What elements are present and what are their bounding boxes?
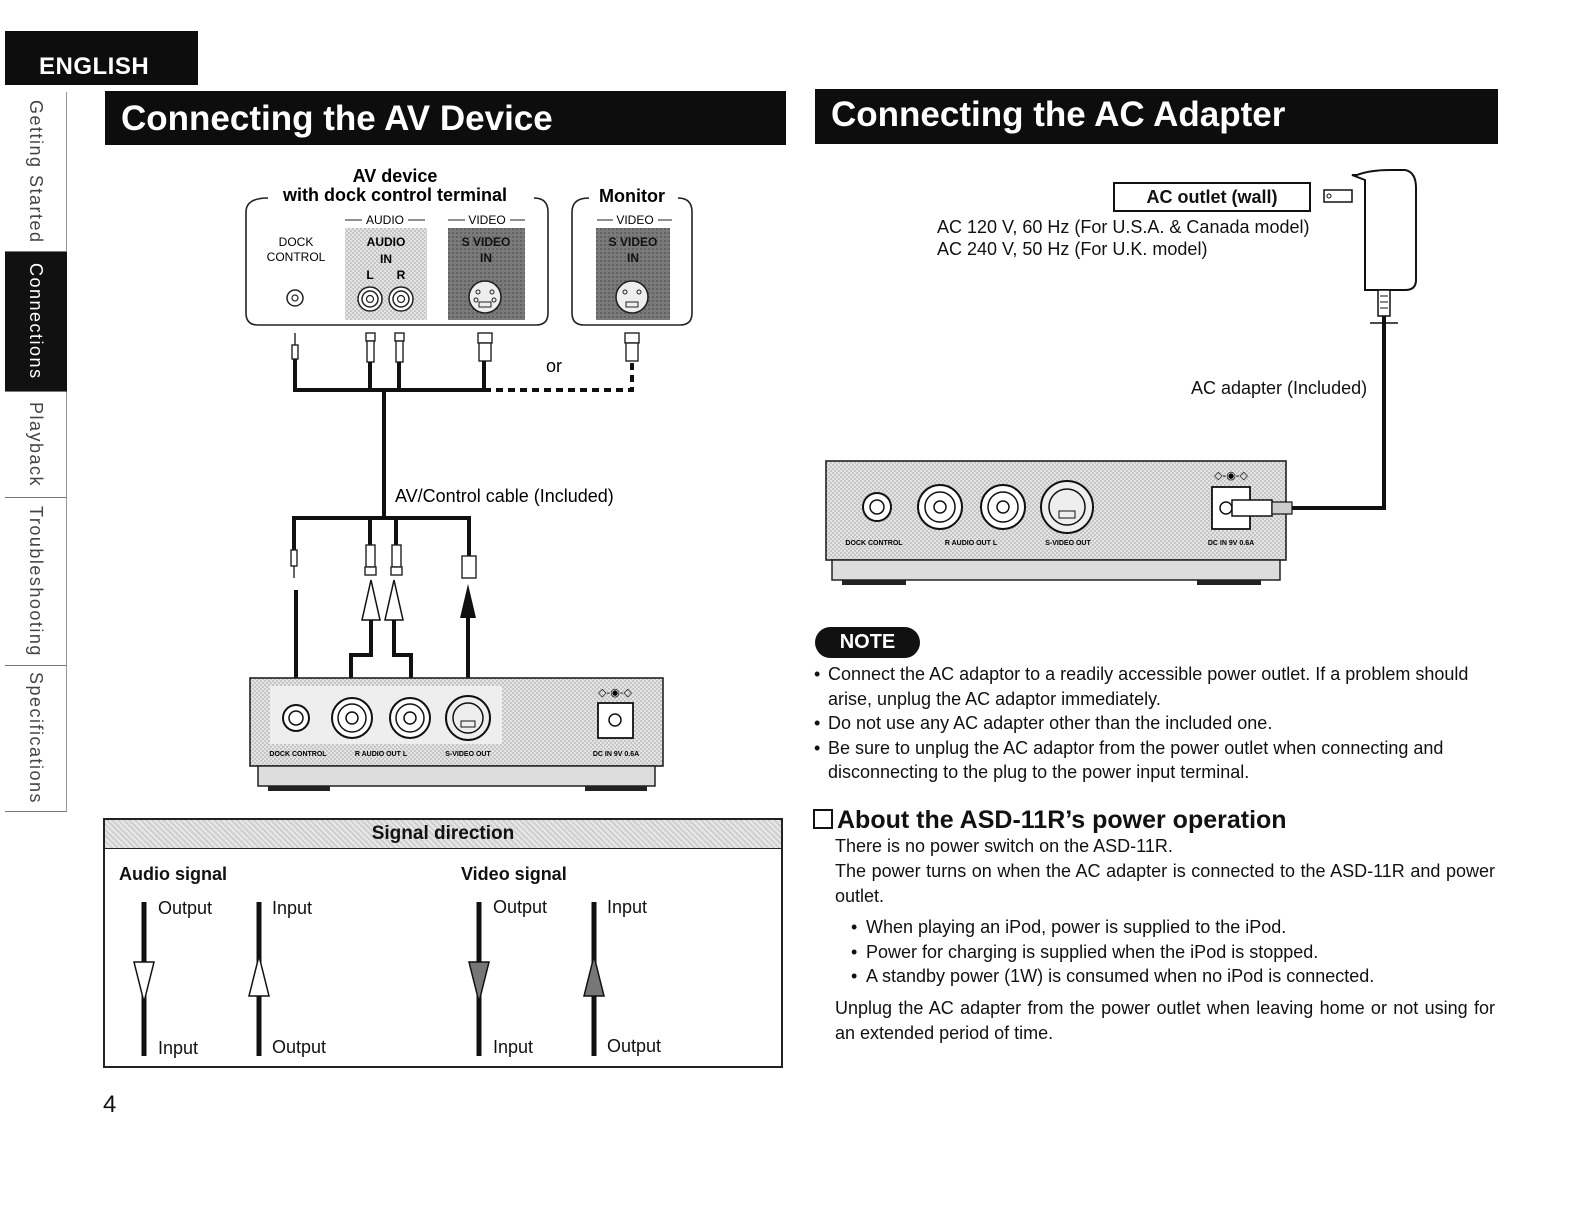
monitor-svideo-label-2: IN [627,251,639,265]
side-tab-getting-started[interactable]: Getting Started [5,92,67,252]
audio-in-label: AUDIO [367,235,406,249]
dc-in-label: DC IN 9V 0.6A [593,751,639,758]
audio-output-bottom: Output [272,1037,327,1057]
side-tab-playback[interactable]: Playback [5,392,67,498]
note-item: Connect the AC adaptor to a readily acce… [812,662,1502,711]
asd-device-rear: ◇-◉-◇ [249,677,664,791]
about-heading: About the ASD-11R’s power operation [813,806,1287,835]
svideo-in-label: S VIDEO [462,235,511,249]
video-output-top: Output [493,897,548,917]
or-label: or [546,356,562,376]
about-bullets: When playing an iPod, power is supplied … [849,915,1374,989]
svg-text:◇-◉-◇: ◇-◉-◇ [1214,470,1248,482]
ac-outlet-label: AC outlet (wall) [1113,182,1311,212]
note-badge: NOTE [815,627,920,658]
audio-group-label: AUDIO [366,213,404,227]
alt-monitor-cable [484,361,634,392]
audio-out-label: R AUDIO OUT L [355,751,408,758]
adapter-cable [1292,316,1386,510]
section-title-av-device: Connecting the AV Device [105,91,786,145]
upper-cable [293,359,486,392]
power-specs: AC 120 V, 60 Hz (For U.S.A. & Canada mod… [937,216,1310,260]
side-tab-label: Specifications [26,672,46,805]
signal-direction-title: Signal direction [105,820,781,849]
asd-device-rear-ac: ◇-◉-◇ [825,460,1293,585]
about-line-2: The power turns on when the AC adapter i… [835,861,1495,906]
video-signal-title: Video signal [461,864,567,884]
side-tab-specifications[interactable]: Specifications [5,666,67,812]
power-spec-uk: AC 240 V, 50 Hz (For U.K. model) [937,239,1208,259]
audio-l-label: L [366,268,373,282]
note-item: Do not use any AC adapter other than the… [812,711,1502,736]
dock-control-label: DOCK [279,235,314,249]
video-input-top: Input [607,897,648,917]
side-tab-label: Connections [26,263,46,380]
audio-input-top: Input [272,898,313,918]
ac-svideo-out-label: S-VIDEO OUT [1045,540,1091,547]
ac-dc-in-label: DC IN 9V 0.6A [1208,540,1254,547]
audio-signal-title: Audio signal [119,864,227,884]
lower-cable [292,516,471,556]
svg-text:◇-◉-◇: ◇-◉-◇ [598,687,632,699]
monitor-video-label: VIDEO [616,213,653,227]
dock-control-out-label: DOCK CONTROL [269,751,327,758]
signal-direction-box: Signal direction Audio signal Video sign… [103,818,783,1068]
ac-audio-out-label: R AUDIO OUT L [945,540,998,547]
av-device-label: AV device [353,166,438,186]
side-navigation: Getting Started Connections Playback Tro… [5,92,67,812]
monitor-label: Monitor [599,186,665,206]
note-list: Connect the AC adaptor to a readily acce… [812,662,1502,785]
svideo-out-label: S-VIDEO OUT [445,751,491,758]
section-title-ac-adapter: Connecting the AC Adapter [815,89,1498,144]
power-spec-us: AC 120 V, 60 Hz (For U.S.A. & Canada mod… [937,217,1310,237]
audio-in-label-2: IN [380,252,392,266]
monitor-svideo-jack [615,280,649,314]
video-input-bottom: Input [493,1037,534,1057]
wall-plug [1323,169,1417,317]
audio-r-label: R [397,268,406,282]
audio-output-top: Output [158,898,213,918]
dock-control-jack [286,289,304,307]
about-bullet: A standby power (1W) is consumed when no… [849,964,1374,989]
side-tab-label: Getting Started [26,99,46,244]
svideo-in-label-2: IN [480,251,492,265]
audio-in-jacks [357,286,414,312]
ac-dock-control-label: DOCK CONTROL [845,540,903,547]
video-output-bottom: Output [607,1036,662,1056]
upper-plugs [291,332,640,363]
monitor-svideo-label: S VIDEO [609,235,658,249]
side-tab-label: Troubleshooting [26,506,46,657]
cable-label: AV/Control cable (Included) [395,486,614,506]
checkbox-icon [813,809,833,829]
about-line-3: Unplug the AC adapter from the power out… [835,998,1495,1043]
svideo-in-jack [468,280,502,314]
av-device-sublabel: with dock control terminal [282,185,507,205]
ac-adapter-label: AC adapter (Included) [1191,378,1368,398]
dock-control-label-2: CONTROL [267,250,326,264]
audio-input-bottom: Input [158,1038,199,1058]
about-heading-text: About the ASD-11R’s power operation [837,806,1287,834]
monitor-box [571,197,693,326]
page-number: 4 [103,1091,117,1118]
av-connection-diagram: AV device with dock control terminal DOC… [245,166,693,791]
av-device-box [245,197,549,326]
language-tab: ENGLISH [5,31,198,85]
lower-plugs [290,544,477,579]
about-bullet: Power for charging is supplied when the … [849,940,1374,965]
about-bullet: When playing an iPod, power is supplied … [849,915,1374,940]
side-tab-label: Playback [26,401,46,488]
note-item: Be sure to unplug the AC adaptor from th… [812,736,1502,785]
signal-arrows [133,902,605,1056]
side-tab-connections[interactable]: Connections [5,252,67,392]
video-group-label: VIDEO [468,213,505,227]
side-tab-troubleshooting[interactable]: Troubleshooting [5,498,67,666]
about-line-1: There is no power switch on the ASD-11R. [835,836,1173,856]
